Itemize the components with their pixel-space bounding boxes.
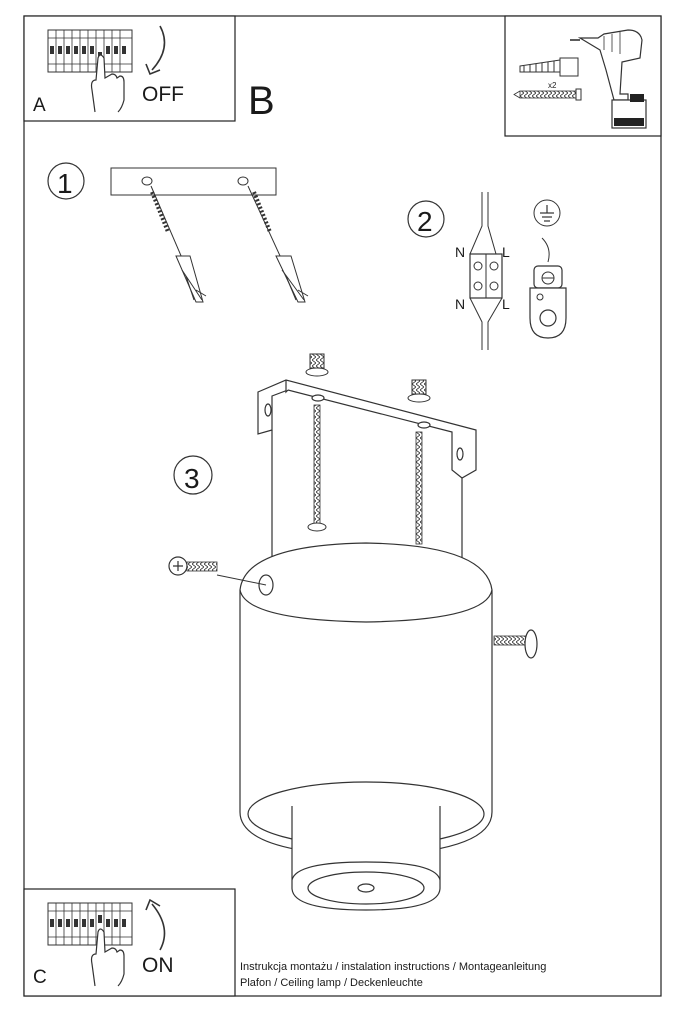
live-label-top: L	[502, 244, 510, 260]
lamp-body	[239, 430, 493, 911]
neutral-label-bottom: N	[455, 296, 465, 312]
mounting-bracket	[257, 379, 477, 479]
step-3-number: 3	[184, 463, 200, 494]
step-1: 1	[47, 162, 309, 303]
footer-line-1: Instrukcja montażu / instalation instruc…	[240, 961, 546, 973]
quantity-label: x2	[548, 81, 557, 90]
step-3: 3	[168, 353, 538, 911]
bracket-screw-left	[305, 353, 329, 532]
wall-plug-icon	[519, 57, 579, 77]
ceiling-plate	[110, 167, 277, 196]
ground-terminal-icon	[529, 265, 567, 339]
panel-a-letter: A	[33, 95, 46, 116]
step-2: 2 N L N L	[407, 192, 567, 350]
neutral-label-top: N	[455, 244, 465, 260]
side-screw-right	[493, 629, 538, 659]
live-label-bottom: L	[502, 296, 510, 312]
panel-b-letter: B	[248, 79, 275, 123]
tools-panel: x2	[504, 15, 662, 137]
side-screw-left	[168, 556, 267, 586]
drill-bit-right	[247, 185, 309, 303]
arrow-down-icon	[145, 25, 166, 76]
hand-icon	[90, 54, 125, 113]
drill-bit-left	[150, 185, 207, 303]
bracket-screw-right	[407, 379, 431, 545]
step-2-number: 2	[417, 206, 433, 237]
ground-icon	[533, 199, 561, 263]
screw-icon	[513, 88, 582, 101]
circuit-breaker-icon	[47, 29, 133, 73]
footer-line-2: Plafon / Ceiling lamp / Deckenleuchte	[240, 977, 423, 989]
panel-c: C ON	[23, 888, 236, 997]
arrow-up-icon	[145, 898, 166, 951]
terminal-block-icon	[469, 192, 503, 350]
step-1-number: 1	[57, 168, 73, 199]
panel-a: A OFF	[23, 15, 236, 122]
circuit-breaker-icon	[47, 902, 133, 946]
page-border	[23, 15, 662, 997]
hand-icon	[90, 928, 125, 987]
drill-icon	[570, 29, 647, 129]
on-label: ON	[142, 954, 174, 977]
panel-c-letter: C	[33, 967, 47, 988]
off-label: OFF	[142, 83, 184, 106]
